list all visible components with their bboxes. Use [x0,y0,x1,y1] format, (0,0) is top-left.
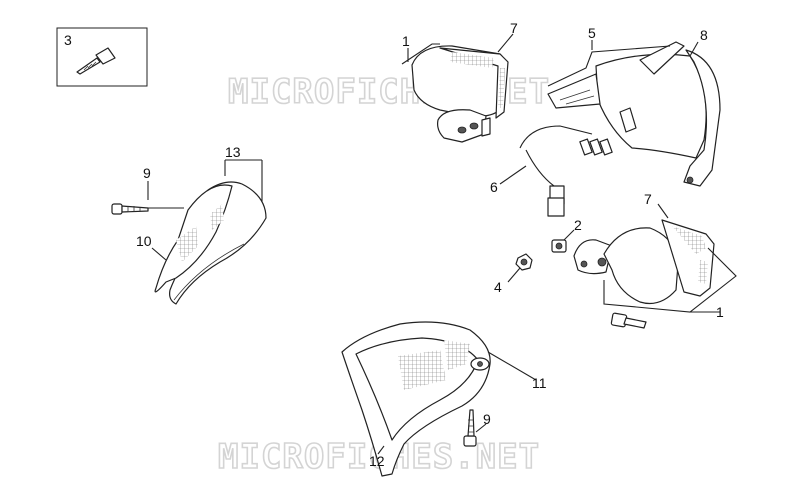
screw-9-left [111,203,149,215]
leader-9-left [147,181,184,209]
leader-8 [689,41,699,57]
callout-3: 3 [64,32,72,48]
bolt-rear-indicator [610,312,647,329]
leader-11 [487,351,537,381]
leader-7a [497,33,514,53]
callout-7-right: 7 [644,191,652,207]
callout-6: 6 [490,179,498,195]
front-mudguard-13 [154,181,267,305]
callout-12: 12 [369,453,385,469]
callout-9-bottom: 9 [483,411,491,427]
turn-indicator-front [411,45,509,143]
leader-5 [547,45,671,87]
callout-10: 10 [136,233,152,249]
callout-9-left: 9 [143,165,151,181]
leader-12 [377,445,385,455]
screw-3-inset: 3 [56,27,148,87]
self-tapping-screw-icon [76,47,116,75]
callout-5: 5 [588,25,596,41]
callout-1-right: 1 [716,304,724,320]
turn-indicator-rear [573,219,715,305]
wiring-harness-6 [519,125,613,217]
leader-4 [507,267,521,283]
rear-light-housing [547,41,707,159]
callout-7-top: 7 [510,20,518,36]
nut-4 [515,253,533,271]
fairing-12 [341,321,491,477]
bracket-8 [683,49,721,187]
spacer-2 [551,239,567,253]
callout-11: 11 [532,375,547,391]
callout-4: 4 [494,279,502,295]
leader-13 [224,159,263,202]
callout-8: 8 [700,27,708,43]
leader-6 [499,165,527,185]
callout-1-top: 1 [402,33,410,49]
leader-10 [151,247,167,261]
callout-2: 2 [574,217,582,233]
leader-9-bottom [475,423,487,433]
callout-13: 13 [225,144,241,160]
leader-1a [401,43,440,65]
screw-9-bottom [463,409,477,447]
leader-2 [563,229,575,241]
leader-7b [657,203,669,219]
